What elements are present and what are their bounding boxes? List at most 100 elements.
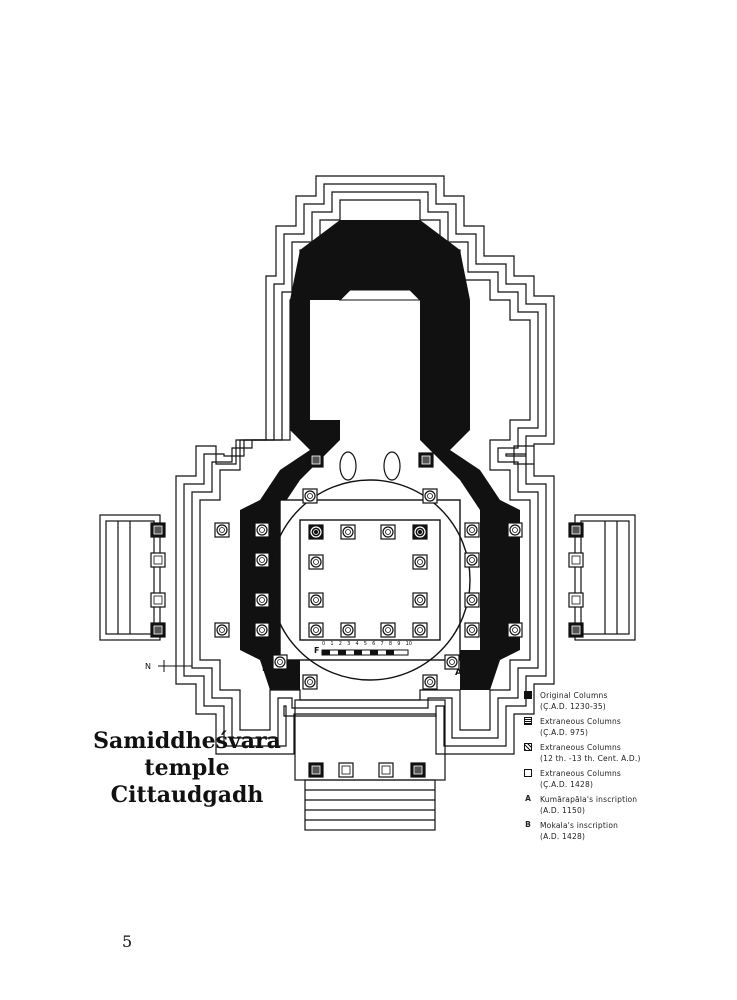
legend-item: Original Columns (Ç.A.D. 1230-35) [524, 690, 724, 712]
column-symbol [214, 622, 230, 638]
column-symbol [422, 674, 438, 690]
scale-tick: 1 [330, 641, 334, 647]
legend-item: B Mokala's inscription (A.D. 1428) [524, 820, 724, 842]
column-symbol [308, 592, 324, 608]
scale-ticks: 0 1 2 3 4 5 6 7 8 9 10 [322, 641, 412, 647]
page-number: 5 [122, 932, 133, 951]
title-line-place: Cittaudgadh [110, 782, 264, 808]
column-symbol [568, 592, 584, 608]
scale-tick: 2 [338, 641, 342, 647]
legend-letter-b: B [525, 820, 531, 829]
column-symbol [150, 592, 166, 608]
scale-tick: 8 [388, 641, 393, 647]
column-symbol [444, 654, 460, 670]
legend-date: (Ç.A.D. 1230-35) [540, 702, 606, 711]
column-symbol [568, 522, 584, 538]
column-symbol [308, 622, 324, 638]
column-symbol [302, 488, 318, 504]
scale-tick: 9 [397, 641, 401, 647]
entrance-porch [294, 699, 446, 831]
column-symbol [150, 622, 166, 638]
legend-date: (A.D. 1150) [540, 806, 586, 815]
legend-date: (12 th. -13 th. Cent. A.D.) [540, 754, 641, 763]
scale-label: F [314, 646, 320, 655]
open-square-icon [524, 769, 532, 777]
column-symbol [308, 762, 324, 778]
column-symbol [254, 552, 270, 568]
north-label: N [145, 662, 151, 671]
scale-tick: 10 [405, 641, 412, 647]
column-symbol [150, 552, 166, 568]
scale-tick: 7 [380, 641, 384, 647]
crosshatched-square-icon [524, 743, 532, 751]
column-symbol [380, 524, 396, 540]
side-porches [99, 514, 636, 641]
door-ovals [339, 451, 401, 481]
legend-label: Original Columns [540, 691, 608, 700]
column-symbol [254, 592, 270, 608]
column-symbol [410, 762, 426, 778]
column-symbol [302, 674, 318, 690]
legend-label: Extraneous Columns [540, 717, 622, 726]
legend-letter-a: A [525, 794, 531, 803]
column-symbol [464, 552, 480, 568]
legend-label: Kumārapāla's inscription [540, 795, 638, 804]
scale-tick: 3 [347, 641, 351, 647]
legend-date: (A.D. 1428) [540, 832, 586, 841]
column-symbol [254, 622, 270, 638]
column-symbol [422, 488, 438, 504]
scale-tick: 4 [355, 641, 359, 647]
solid-square-icon [524, 691, 532, 699]
column-symbol [308, 554, 324, 570]
legend-label: Extraneous Columns [540, 743, 622, 752]
legend-date: (Ç.A.D. 1428) [540, 780, 594, 789]
legend-item: Extraneous Columns (12 th. -13 th. Cent. … [524, 742, 724, 764]
legend-item: Extraneous Columns (Ç.A.D. 1428) [524, 768, 724, 790]
column-symbol [378, 762, 394, 778]
column-symbol [412, 622, 428, 638]
columns-layer [150, 452, 584, 778]
column-symbol [340, 524, 356, 540]
scale-tick: 0 [322, 641, 326, 647]
column-symbol [254, 522, 270, 538]
title-line-name: Samiddheśvara [93, 728, 281, 754]
column-symbol [150, 522, 166, 538]
scale-bar [321, 649, 409, 656]
column-symbol [272, 654, 288, 670]
inscription-a-label: A [455, 668, 462, 678]
column-symbol [568, 622, 584, 638]
column-symbol [412, 554, 428, 570]
scale-tick: 6 [372, 641, 376, 647]
legend-label: Extraneous Columns [540, 769, 622, 778]
legend: Original Columns (Ç.A.D. 1230-35) Extrane… [524, 690, 724, 846]
column-symbol [338, 762, 354, 778]
legend-item: Extraneous Columns (Ç.A.D. 975) [524, 716, 724, 738]
sanctum-entrance [338, 289, 422, 301]
column-symbol [568, 552, 584, 568]
outer-outline [175, 175, 555, 755]
plan-title: Samiddheśvara temple Cittaudgadh [92, 728, 282, 809]
scale-tick: 5 [363, 641, 367, 647]
inscription-b-label: B [262, 664, 269, 674]
column-symbol [380, 622, 396, 638]
sanctum-chamber [310, 300, 420, 420]
column-symbol [464, 622, 480, 638]
legend-date: (Ç.A.D. 975) [540, 728, 589, 737]
legend-label: Mokala's inscription [540, 821, 619, 830]
column-symbol [412, 592, 428, 608]
column-symbol [308, 524, 324, 540]
column-symbol [418, 452, 434, 468]
title-line-type: temple [144, 755, 230, 781]
column-symbol [340, 622, 356, 638]
column-symbol [464, 522, 480, 538]
column-symbol [308, 452, 324, 468]
column-symbol [507, 622, 523, 638]
north-arrow [158, 660, 192, 672]
column-symbol [507, 522, 523, 538]
legend-item: A Kumārapāla's inscription (A.D. 1150) [524, 794, 724, 816]
column-symbol [214, 522, 230, 538]
hatched-square-icon [524, 717, 532, 725]
column-symbol [412, 524, 428, 540]
